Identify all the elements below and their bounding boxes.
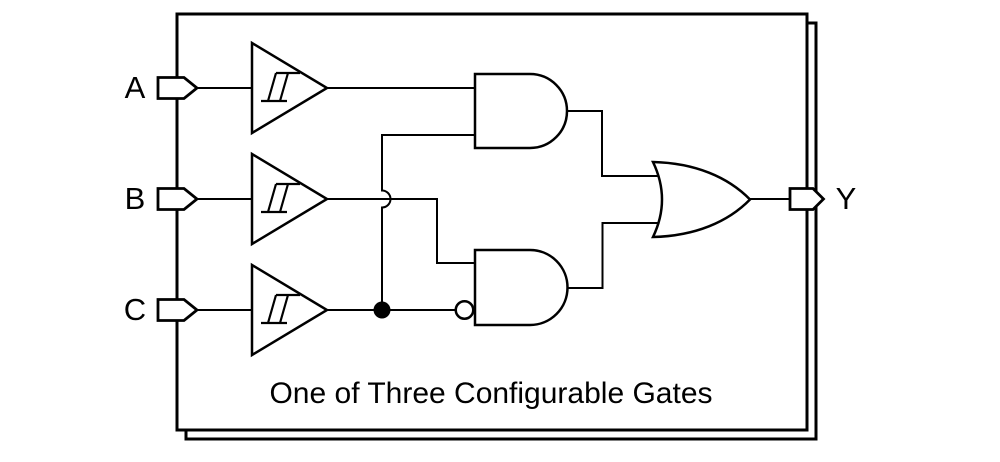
wire-and1-to-or <box>567 110 668 177</box>
input-label-b: B <box>125 181 146 216</box>
buffer-triangle <box>250 262 330 358</box>
hysteresis-icon <box>261 182 300 214</box>
output-pin-y <box>788 187 826 211</box>
output-label-y: Y <box>836 181 857 216</box>
and-gate-bottom <box>473 248 569 327</box>
wire-c-branch-with-hop-to-and1 <box>381 134 480 310</box>
input-pin-b <box>156 187 200 211</box>
buffer-triangle <box>250 151 330 247</box>
wire-b-buffer-to-and2 <box>327 198 480 264</box>
inversion-bubble-icon <box>454 300 475 320</box>
caption: One of Three Configurable Gates <box>269 377 712 410</box>
wires <box>197 87 790 311</box>
schmitt-buffer-b <box>250 151 330 247</box>
hysteresis-icon <box>261 71 300 103</box>
and-gate-top <box>473 72 569 150</box>
schmitt-buffer-a <box>250 40 330 136</box>
buffer-triangle <box>250 40 330 136</box>
or-gate <box>650 160 752 239</box>
schmitt-buffer-c <box>250 262 330 358</box>
input-label-c: C <box>124 292 146 327</box>
junction-dot <box>373 301 391 319</box>
input-label-a: A <box>125 70 146 105</box>
input-pin-c <box>156 298 200 322</box>
input-pin-a <box>156 76 200 100</box>
hysteresis-icon <box>261 293 300 325</box>
wire-and2-to-or <box>567 222 668 289</box>
